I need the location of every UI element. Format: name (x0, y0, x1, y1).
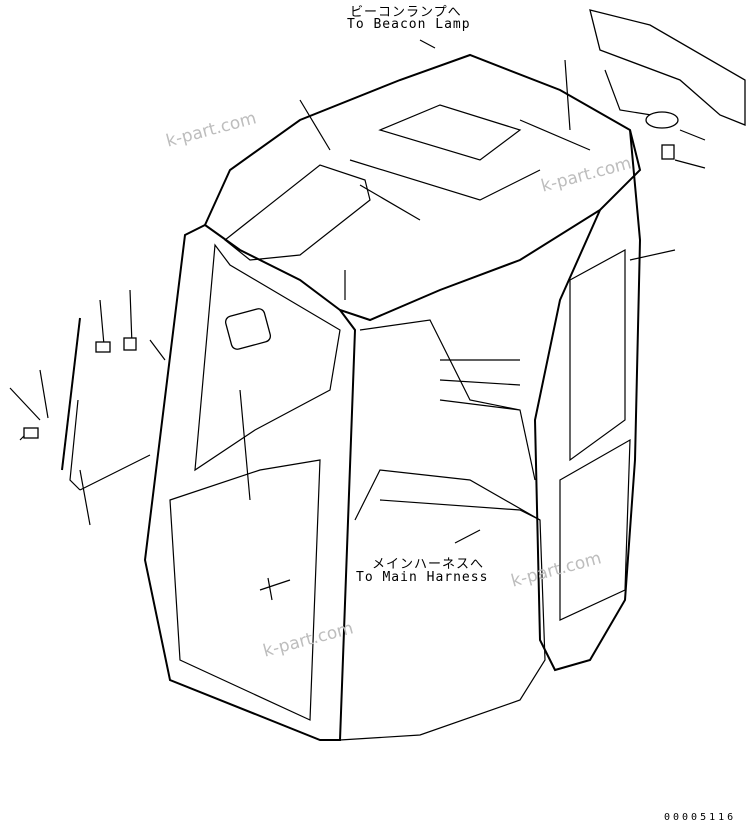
cab-roof (203, 53, 642, 322)
wiper-blade (61, 317, 81, 471)
cab-floor (339, 469, 546, 741)
roof-panel (378, 104, 522, 161)
bolt (259, 577, 291, 601)
beacon-label-en: To Beacon Lamp (347, 17, 471, 32)
beacon-label-jp: ビーコンランプへ (350, 5, 462, 20)
front-frame (143, 224, 357, 741)
arrow-beacon (419, 39, 436, 49)
arrow-harness (454, 529, 481, 544)
drawing-number: 00005116 (664, 812, 737, 823)
cab-rear-body (533, 129, 642, 672)
roof-hatch (224, 164, 371, 261)
leader-lines (79, 99, 706, 526)
harness-label-en: To Main Harness (356, 570, 489, 585)
beacon-bracket (589, 9, 746, 126)
wiper-bolts (9, 289, 133, 441)
mirror (224, 308, 272, 350)
harness-label-jp: メインハーネスへ (372, 557, 485, 572)
